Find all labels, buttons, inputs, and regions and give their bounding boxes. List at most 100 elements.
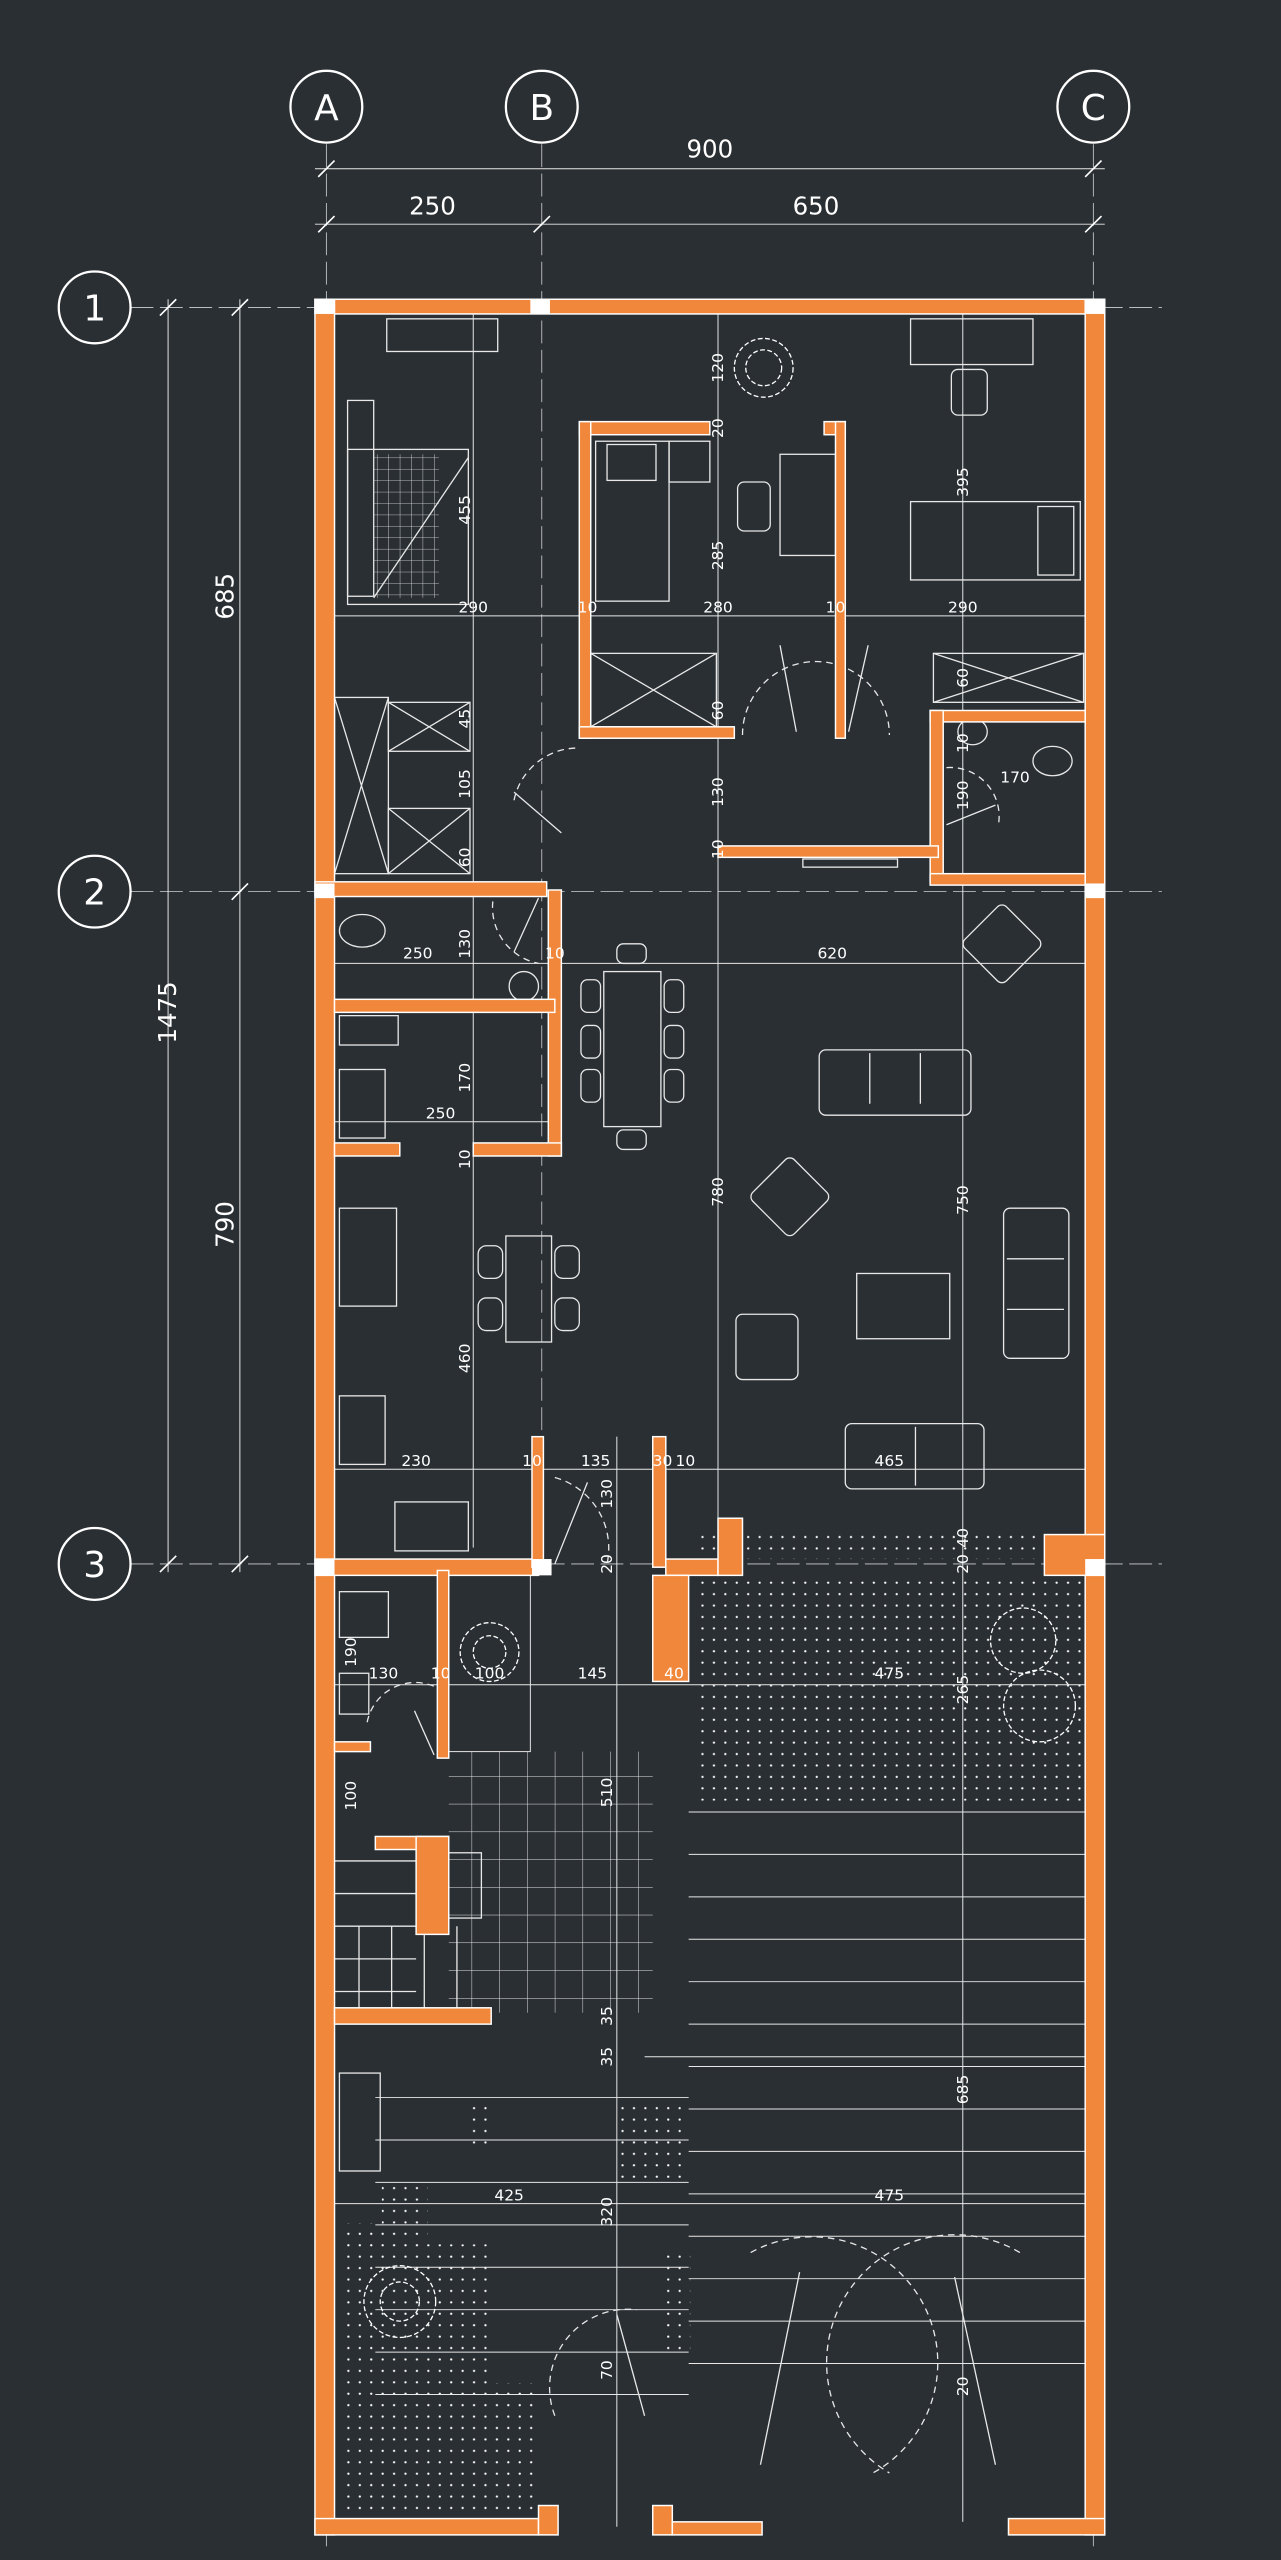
stairs bbox=[334, 1860, 458, 2016]
sofa bbox=[818, 1049, 972, 1116]
grid-bubble-3: 3 bbox=[57, 1526, 132, 1601]
desk-3 bbox=[909, 318, 1034, 366]
dimension-label: 130 bbox=[598, 1479, 616, 1509]
dimension-label: 170 bbox=[1000, 768, 1030, 786]
dimension-label: 475 bbox=[875, 1664, 905, 1682]
dimension-label: 455 bbox=[456, 495, 474, 525]
door-swings bbox=[366, 645, 1021, 2474]
dimension-label: 130 bbox=[369, 1664, 399, 1682]
dimension-label: 10 bbox=[954, 733, 972, 753]
dimension-label: 280 bbox=[703, 599, 733, 617]
dimension-label: 70 bbox=[598, 2360, 616, 2380]
dim-bay-12: 685 bbox=[210, 573, 239, 620]
dimension-label: 290 bbox=[458, 599, 488, 617]
dimension-label: 40 bbox=[954, 1528, 972, 1548]
dimension-label: 190 bbox=[342, 1637, 360, 1667]
toilet bbox=[338, 1591, 390, 1639]
dimension-label: 105 bbox=[456, 769, 474, 799]
toilet bbox=[1032, 745, 1073, 777]
dimension-label: 35 bbox=[598, 2006, 616, 2026]
dimension-label: 145 bbox=[578, 1664, 608, 1682]
chair bbox=[736, 481, 771, 532]
dimension-label: 685 bbox=[954, 2075, 972, 2105]
dimension-label: 250 bbox=[403, 945, 433, 963]
dimension-label: 395 bbox=[954, 467, 972, 497]
stove bbox=[338, 1068, 386, 1139]
dimension-label: 40 bbox=[664, 1664, 684, 1682]
svg-text:1: 1 bbox=[83, 289, 106, 330]
tv bbox=[802, 858, 899, 868]
dimension-label: 190 bbox=[954, 781, 972, 811]
dimension-label: 265 bbox=[954, 1675, 972, 1705]
kitchen-sink bbox=[338, 1014, 399, 1046]
dimension-label: 285 bbox=[709, 541, 727, 571]
dimension-label: 475 bbox=[875, 2186, 905, 2204]
tree-icon bbox=[363, 337, 1077, 2339]
armchair bbox=[750, 1157, 830, 1237]
dimension-label: 30 bbox=[653, 1452, 673, 1470]
dimension-label: 465 bbox=[875, 1452, 905, 1470]
dimension-label: 120 bbox=[709, 353, 727, 383]
kitchen-table bbox=[505, 1235, 553, 1343]
armchair bbox=[735, 1313, 799, 1381]
dimension-label: 425 bbox=[494, 2186, 524, 2204]
bench bbox=[338, 2072, 381, 2172]
dimension-label: 10 bbox=[456, 1149, 474, 1169]
dim-bay-23: 790 bbox=[210, 1201, 239, 1248]
dimension-label: 35 bbox=[598, 2047, 616, 2067]
overall-dimension-lines bbox=[159, 159, 1105, 1573]
dim-total-width: 900 bbox=[686, 134, 733, 163]
dimension-label: 780 bbox=[709, 1177, 727, 1207]
grid-bubble-a: A bbox=[289, 69, 364, 144]
dimension-label: 45 bbox=[456, 709, 474, 729]
armchair bbox=[962, 904, 1042, 984]
kitchen-sink bbox=[394, 1501, 469, 1552]
dimension-label: 20 bbox=[709, 418, 727, 438]
sofa bbox=[1002, 1207, 1070, 1359]
svg-text:2: 2 bbox=[83, 873, 106, 914]
dimension-label: 230 bbox=[401, 1452, 431, 1470]
desk bbox=[386, 318, 499, 353]
dimension-label: 10 bbox=[826, 599, 846, 617]
dim-total-depth: 1475 bbox=[153, 981, 182, 1043]
dimension-label: 10 bbox=[522, 1452, 542, 1470]
grid-bubble-2: 2 bbox=[57, 854, 132, 929]
furniture bbox=[333, 318, 1085, 2172]
svg-text:B: B bbox=[529, 88, 554, 129]
bed-2 bbox=[594, 440, 670, 602]
sofa bbox=[844, 1422, 985, 1490]
chair bbox=[950, 368, 988, 416]
dimension-label: 60 bbox=[709, 701, 727, 721]
dimension-label: 100 bbox=[342, 1781, 360, 1811]
dim-bay-ab: 250 bbox=[409, 191, 456, 220]
dimension-label: 20 bbox=[954, 2377, 972, 2397]
dimension-label: 10 bbox=[709, 839, 727, 859]
dimension-label: 170 bbox=[456, 1063, 474, 1093]
toilet bbox=[338, 913, 386, 948]
interior-dimension-lines bbox=[334, 313, 1105, 2527]
basin bbox=[338, 1672, 370, 1715]
dimension-label: 20 bbox=[598, 1554, 616, 1574]
dimension-label: 10 bbox=[431, 1664, 451, 1682]
grid-bubble-b: B bbox=[504, 69, 579, 144]
dimension-label: 135 bbox=[581, 1452, 611, 1470]
dimension-label: 320 bbox=[598, 2197, 616, 2227]
walls bbox=[314, 298, 1106, 2536]
dimension-label: 10 bbox=[676, 1452, 696, 1470]
bed-3 bbox=[909, 500, 1081, 581]
svg-text:A: A bbox=[314, 88, 339, 129]
bed-master bbox=[346, 448, 469, 606]
grid-bubble-c: C bbox=[1056, 69, 1131, 144]
dimension-label: 100 bbox=[475, 1664, 505, 1682]
courtyard-tiles bbox=[448, 1751, 653, 2013]
dimension-label: 60 bbox=[456, 847, 474, 867]
svg-text:3: 3 bbox=[83, 1545, 106, 1586]
counter bbox=[338, 1207, 398, 1307]
dimension-label: 460 bbox=[456, 1344, 474, 1374]
dimension-label: 60 bbox=[954, 668, 972, 688]
stove bbox=[338, 1395, 386, 1466]
grid-bubble-1: 1 bbox=[57, 270, 132, 345]
dimension-label: 620 bbox=[817, 945, 847, 963]
